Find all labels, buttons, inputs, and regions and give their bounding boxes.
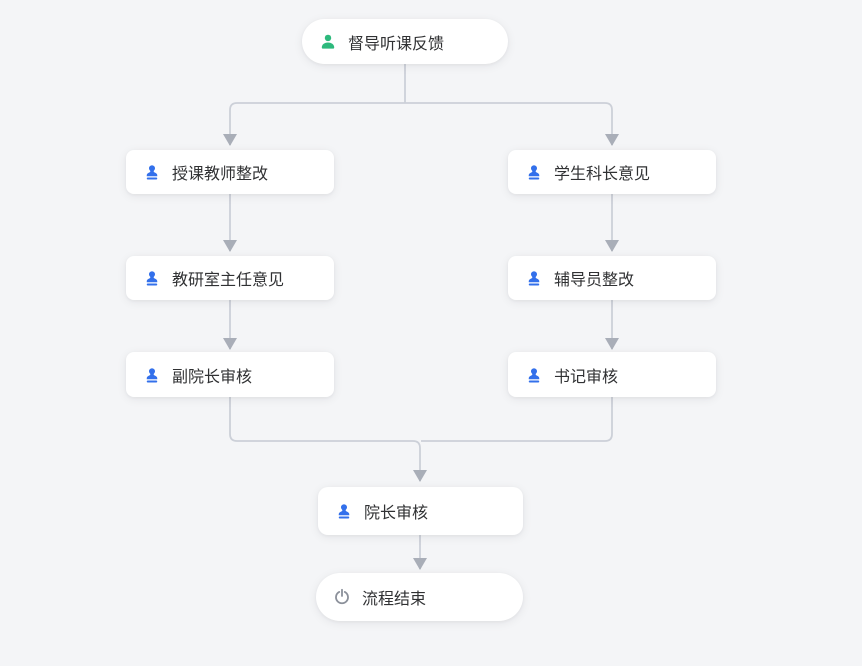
flow-node-label: 流程结束 [362,591,427,608]
stamp-icon [528,165,540,180]
flow-node-vice-dean[interactable]: 副院长审核 [126,352,334,397]
flow-node-secretary[interactable]: 书记审核 [508,352,716,397]
flow-node-start[interactable]: 督导听课反馈 [302,19,508,64]
flow-node-label: 学生科长意见 [554,166,651,183]
edge-merge-left [229,397,427,482]
flow-node-label: 授课教师整改 [172,166,269,183]
flow-node-label: 辅导员整改 [554,272,635,289]
flow-node-label: 书记审核 [554,368,619,386]
stamp-icon [146,271,158,286]
stamp-icon [528,367,540,382]
user-icon [321,34,335,49]
stamp-icon [528,271,540,286]
power-icon [335,588,349,605]
flow-node-dean[interactable]: 院长审核 [318,487,523,535]
flow-node-label: 院长审核 [364,505,429,522]
flow-node-label: 督导听课反馈 [348,35,445,53]
edge-merge-right [421,397,613,442]
stamp-icon [146,165,158,180]
stamp-icon [146,367,158,382]
flow-node-student-chief[interactable]: 学生科长意见 [508,150,716,194]
stamp-icon [338,504,350,519]
edge-split-right [405,102,619,146]
edge-split-left [223,102,405,146]
flow-node-label: 教研室主任意见 [172,272,285,289]
flow-node-label: 副院长审核 [172,368,253,386]
flow-node-end[interactable]: 流程结束 [316,573,523,621]
flow-node-counselor[interactable]: 辅导员整改 [508,256,716,300]
flow-node-teaching-office[interactable]: 教研室主任意见 [126,256,334,300]
flow-node-teacher[interactable]: 授课教师整改 [126,150,334,194]
